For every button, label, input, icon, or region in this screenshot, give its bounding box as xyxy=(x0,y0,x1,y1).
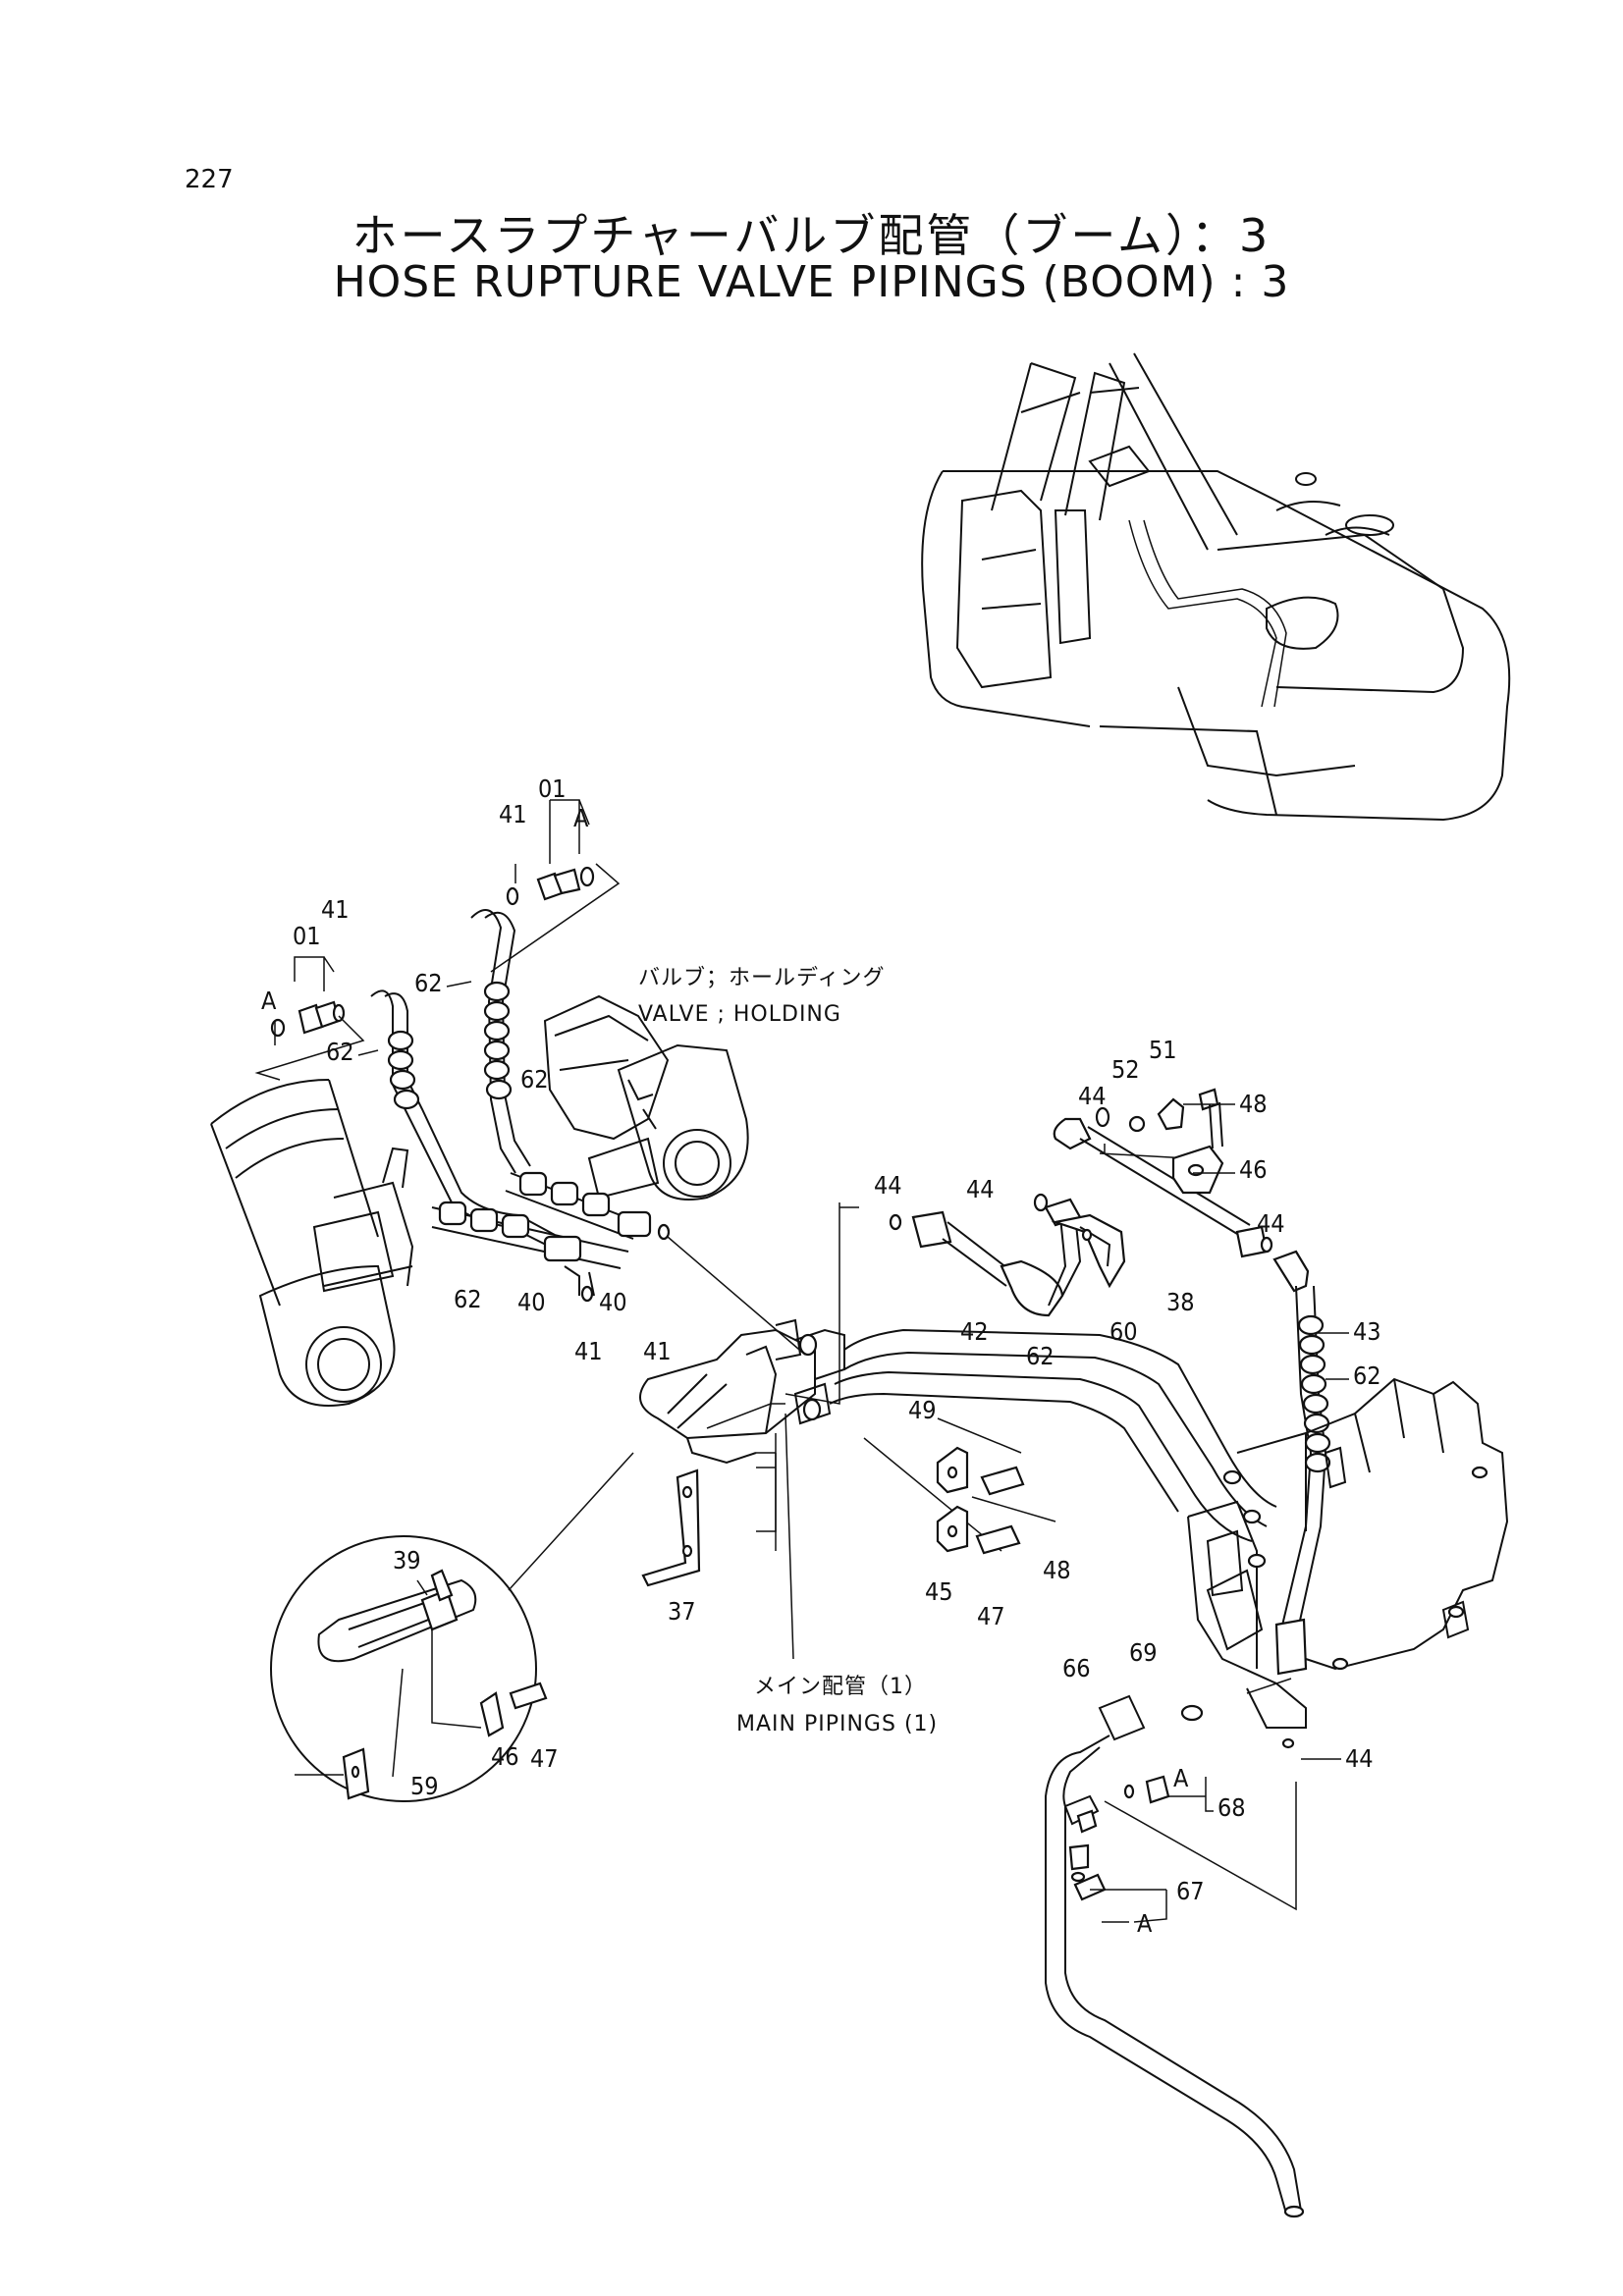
callout-67: 67 xyxy=(1176,1877,1205,1905)
callout-47-a: 47 xyxy=(977,1602,1005,1630)
callout-45: 45 xyxy=(925,1577,953,1606)
callout-47-b: 47 xyxy=(530,1744,559,1773)
note-valve-en: VALVE ; HOLDING xyxy=(638,1002,841,1027)
callout-62-b: 62 xyxy=(414,969,443,997)
callout-44-b: 44 xyxy=(966,1175,995,1203)
callout-51: 51 xyxy=(1149,1036,1177,1064)
callout-A-lower-1: A xyxy=(1173,1764,1189,1792)
callout-44-c: 44 xyxy=(1078,1082,1107,1110)
note-main-en: MAIN PIPINGS (1) xyxy=(736,1712,938,1736)
callout-A-upper: A xyxy=(573,804,589,832)
return-pipe xyxy=(1045,1694,1305,2218)
callout-66: 66 xyxy=(1062,1654,1091,1682)
callout-01-left: 01 xyxy=(293,922,321,950)
holding-valve-assembly xyxy=(543,994,749,1201)
callout-41-d: 41 xyxy=(643,1337,672,1365)
callout-62-c: 62 xyxy=(520,1065,549,1094)
main-pipe-block xyxy=(639,1318,845,1465)
excavator-overview xyxy=(921,352,1511,822)
callout-41-upper: 41 xyxy=(499,800,527,828)
callout-46-a: 46 xyxy=(1239,1155,1268,1184)
callout-44-e: 44 xyxy=(1345,1744,1374,1773)
detail-callout-circle xyxy=(270,1452,634,1802)
title-english: HOSE RUPTURE VALVE PIPINGS (BOOM) : 3 xyxy=(333,257,1290,307)
callout-44-d: 44 xyxy=(1257,1209,1285,1238)
callout-A-left: A xyxy=(261,987,277,1015)
control-valve xyxy=(1187,1377,1509,1729)
callout-69: 69 xyxy=(1129,1638,1158,1667)
callout-40-b: 40 xyxy=(599,1288,627,1316)
upper-right-pipe-set xyxy=(889,1088,1331,1676)
fittings-upper xyxy=(270,866,595,1038)
page-number: 227 xyxy=(185,165,234,194)
callout-68: 68 xyxy=(1217,1793,1246,1822)
callout-62-d: 62 xyxy=(454,1285,482,1313)
callout-A-lower-2: A xyxy=(1137,1909,1153,1938)
callout-62-f: 62 xyxy=(1353,1362,1381,1390)
callout-48-b: 48 xyxy=(1043,1556,1071,1584)
callout-39: 39 xyxy=(393,1546,421,1575)
callout-60: 60 xyxy=(1109,1317,1138,1346)
callout-49: 49 xyxy=(908,1396,937,1424)
callout-48-a: 48 xyxy=(1239,1090,1268,1118)
clamps-brackets xyxy=(641,1446,1025,1587)
callout-37: 37 xyxy=(668,1597,696,1626)
diagram-notes: バルブ；ホールディング VALVE ; HOLDING メイン配管（1） MAI… xyxy=(638,966,938,1736)
callout-labels: 01 A 41 01 A 41 62 62 62 62 40 41 40 41 … xyxy=(261,774,1381,1938)
note-valve-jp: バルブ；ホールディング xyxy=(638,966,885,990)
callout-41-c: 41 xyxy=(574,1337,603,1365)
callout-43: 43 xyxy=(1353,1317,1381,1346)
label-leaders xyxy=(295,981,1349,1923)
callout-01-upper: 01 xyxy=(538,774,567,803)
callout-38: 38 xyxy=(1166,1288,1195,1316)
hoses xyxy=(370,909,671,1303)
callout-40-a: 40 xyxy=(517,1288,546,1316)
title-japanese: ホースラプチャーバルブ配管（ブーム）：3 xyxy=(352,209,1271,262)
callout-62-a: 62 xyxy=(326,1038,354,1066)
boom-cylinder-left xyxy=(210,1079,414,1407)
callout-44-a: 44 xyxy=(874,1171,902,1200)
callout-59: 59 xyxy=(410,1772,439,1800)
callout-52: 52 xyxy=(1111,1055,1140,1084)
callout-62-e: 62 xyxy=(1026,1342,1055,1370)
callout-46-b: 46 xyxy=(491,1742,519,1771)
callout-42: 42 xyxy=(960,1317,989,1346)
note-main-jp: メイン配管（1） xyxy=(754,1675,927,1699)
callout-41-left: 41 xyxy=(321,895,350,924)
